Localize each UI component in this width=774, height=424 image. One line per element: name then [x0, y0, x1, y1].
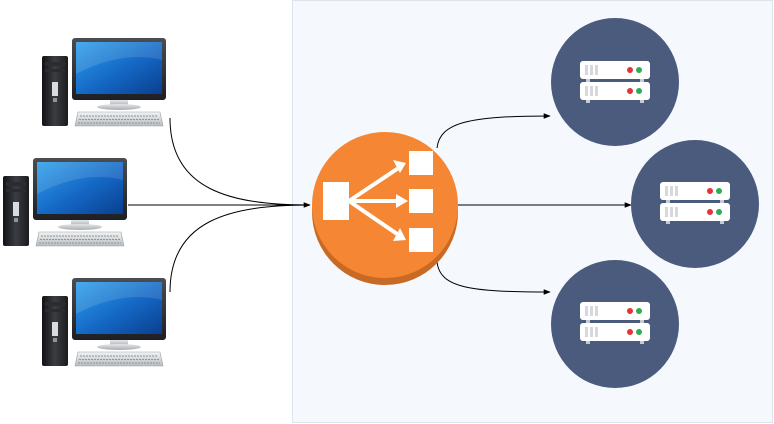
desktop-computer-icon [41, 277, 167, 367]
server-icon [580, 61, 650, 103]
server-icon [660, 182, 730, 224]
connector-client-1 [169, 117, 311, 206]
client-computer-1 [41, 37, 167, 127]
desktop-computer-icon [41, 37, 167, 127]
client-computer-2 [2, 157, 128, 247]
server-3 [551, 260, 679, 388]
server-2 [631, 140, 759, 268]
connector-client-3 [169, 204, 311, 293]
connector-server-1 [436, 113, 551, 149]
client-computer-3 [41, 277, 167, 367]
server-icon [580, 302, 650, 344]
load-balancer [312, 132, 458, 285]
connector-server-3 [436, 261, 551, 295]
server-1 [551, 18, 679, 146]
desktop-computer-icon [2, 157, 128, 247]
server-connectors [436, 113, 632, 295]
clients [2, 37, 167, 367]
servers [551, 18, 759, 388]
client-connectors [128, 117, 311, 293]
load-balancer-icon [323, 151, 433, 252]
